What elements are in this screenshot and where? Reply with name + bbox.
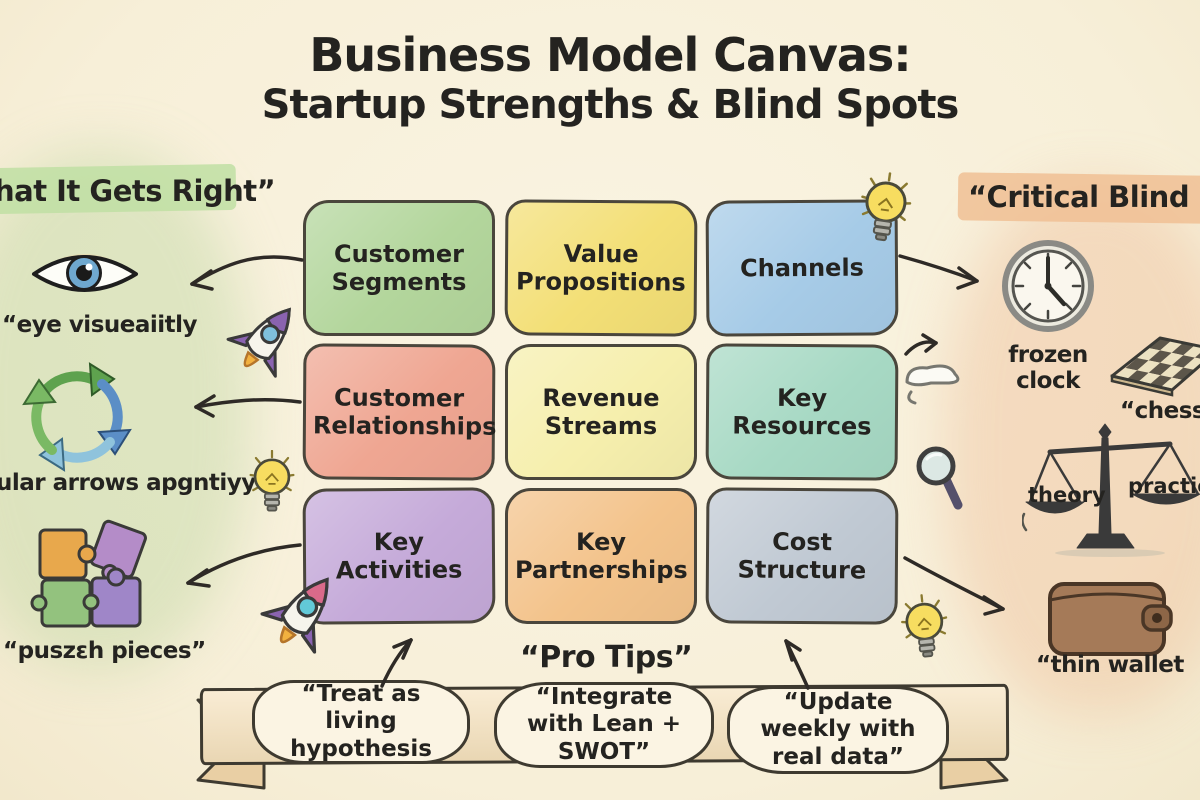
cell-label: Customer Relationships bbox=[312, 383, 497, 441]
tip-text: “Update weekly with real data” bbox=[760, 688, 916, 770]
scale-theory-label: theory bbox=[1028, 483, 1106, 507]
circular-arrows-icon bbox=[22, 362, 132, 472]
tip-bubble-3: “Update weekly with real data” bbox=[727, 686, 949, 774]
wind-puff-icon bbox=[905, 364, 960, 405]
cell-label: Value Propositions bbox=[515, 239, 686, 297]
chessboard-label: “chessb bbox=[1120, 398, 1200, 424]
cell-cost-structure: Cost Structure bbox=[705, 487, 899, 625]
poster-title-line2: Startup Strengths & Blind Spots bbox=[261, 82, 960, 128]
eye-icon bbox=[32, 254, 138, 292]
tip-text: “Treat as living hypothesis bbox=[290, 680, 432, 762]
frozen-clock-label: frozen clock bbox=[1008, 342, 1088, 395]
puzzle-label: “puszεh pieces” bbox=[3, 638, 206, 664]
right-heading: “Critical Blind Sp bbox=[968, 180, 1200, 214]
cell-label: Key Resources bbox=[732, 383, 872, 441]
left-heading: hat It Gets Right” bbox=[0, 174, 276, 208]
puzzle-pieces-icon bbox=[30, 519, 147, 628]
pro-tips-heading: “Pro Tips” bbox=[520, 640, 693, 675]
wallet-icon bbox=[1048, 582, 1173, 656]
rocket-icon bbox=[226, 307, 291, 378]
tip-bubble-1: “Treat as living hypothesis bbox=[252, 680, 470, 764]
circular-arrows-label: ular arrows apgntiyy bbox=[0, 470, 256, 496]
magnifier-icon bbox=[916, 446, 963, 510]
thin-wallet-label: “thin wallet bbox=[1036, 652, 1184, 678]
tip-bubble-2: “Integrate with Lean + SWOT” bbox=[494, 682, 714, 768]
cell-label: Cost Structure bbox=[737, 527, 867, 585]
cell-key-partnerships: Key Partnerships bbox=[505, 488, 697, 624]
lightbulb-icon bbox=[249, 450, 295, 512]
cell-customer-segments: Customer Segments bbox=[303, 200, 495, 336]
poster-title-line1: Business Model Canvas: bbox=[309, 28, 911, 82]
cell-label: Key Partnerships bbox=[515, 527, 688, 584]
cell-label: Key Activities bbox=[335, 527, 463, 585]
eye-label: “eye visueaiitly bbox=[2, 312, 198, 338]
cell-revenue-streams: Revenue Streams bbox=[505, 344, 697, 480]
tip-text: “Integrate with Lean + SWOT” bbox=[527, 683, 681, 765]
chessboard-icon bbox=[1110, 336, 1200, 397]
cell-key-resources: Key Resources bbox=[705, 343, 899, 481]
cell-value-propositions: Value Propositions bbox=[504, 199, 698, 337]
cell-label: Channels bbox=[739, 253, 865, 283]
frozen-clock-icon bbox=[1002, 240, 1094, 332]
rocket-icon bbox=[260, 577, 329, 654]
cell-label: Revenue Streams bbox=[542, 383, 660, 440]
balance-scale-icon bbox=[1022, 423, 1200, 557]
cell-customer-relationships: Customer Relationships bbox=[302, 343, 497, 481]
scale-practice-label: practice bbox=[1128, 474, 1200, 498]
lightbulb-icon bbox=[861, 172, 912, 242]
lightbulb-icon bbox=[901, 593, 948, 658]
cell-label: Customer Segments bbox=[331, 239, 467, 296]
